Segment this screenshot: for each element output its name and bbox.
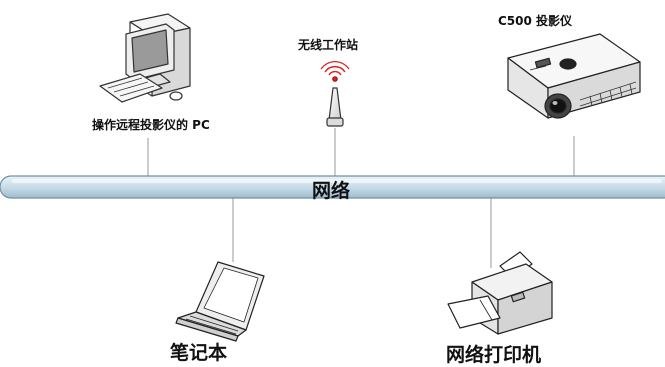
printer-label: 网络打印机: [446, 344, 542, 366]
network-bus-shine: [12, 179, 662, 183]
wireless-label: 无线工作站: [298, 38, 359, 52]
network-label: 网络: [312, 180, 351, 202]
connector-lines: [147, 128, 575, 268]
desktop-computer-icon: [99, 13, 191, 103]
wireless-antenna-icon: [320, 61, 350, 127]
projector-icon: [507, 33, 641, 119]
printer-icon: [447, 251, 553, 335]
pc-label: 操作远程投影仪的 PC: [92, 118, 210, 132]
laptop-label: 笔记本: [170, 342, 228, 364]
projector-label: C500 投影仪: [498, 14, 573, 28]
laptop-icon: [175, 261, 265, 342]
